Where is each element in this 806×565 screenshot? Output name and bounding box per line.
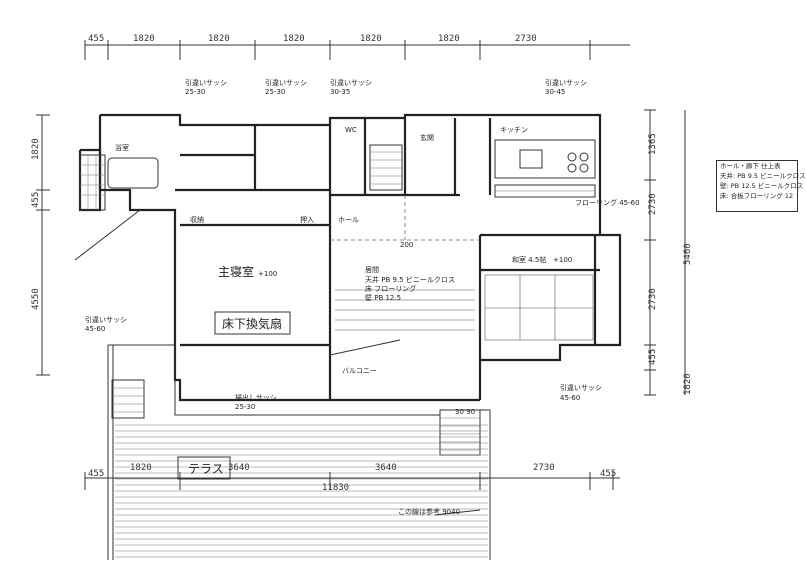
window-note-2: 引違いサッシ xyxy=(265,78,307,87)
window-note-1: 引違いサッシ xyxy=(185,78,227,87)
room-hall: ホール xyxy=(338,216,359,224)
dim-bottom-2: 3640 xyxy=(228,463,250,473)
terrace-deck xyxy=(107,344,491,560)
bottom-dimension-line: 455 1820 3640 3640 2730 455 11830 xyxy=(84,463,620,493)
room-wc: WC xyxy=(345,126,357,134)
dim-bottom-1: 1820 xyxy=(130,463,152,473)
room-entrance: 玄関 xyxy=(420,133,434,142)
legend-title: ホール・廊下 仕上表 xyxy=(720,162,781,170)
dim-right-3: 2730 xyxy=(648,288,658,310)
dim-right-2: 5460 xyxy=(683,243,693,265)
stamp-box xyxy=(214,311,291,335)
dim-right-0: 1365 xyxy=(648,133,658,155)
dim-top-5: 1820 xyxy=(438,34,460,44)
handwritten-stamp: 床下換気扇 xyxy=(222,316,282,331)
dim-top-2: 1820 xyxy=(208,34,230,44)
room-japanese: 和室 4.5帖 xyxy=(512,255,546,264)
dim-bottom-total: 11830 xyxy=(322,483,349,493)
level-note: 200 xyxy=(400,241,413,249)
dim-top-3: 1820 xyxy=(283,34,305,44)
window-note-5: 引違いサッシ xyxy=(85,315,127,324)
right-dimension-line: 1365 2730 5460 2730 455 1820 xyxy=(644,109,693,396)
finish-note-floor: 床 フローリング xyxy=(365,284,416,293)
legend-line-floor: 床: 合板フローリング 12 xyxy=(720,192,794,200)
window-note-3-size: 30-35 xyxy=(330,88,350,96)
room-kitchen: キッチン xyxy=(500,126,528,134)
kitchen-counter xyxy=(494,139,596,198)
room-japanese-note: +100 xyxy=(553,256,572,264)
window-note-4: 引違いサッシ xyxy=(545,78,587,87)
window-note-6: 引違いサッシ xyxy=(560,383,602,392)
dim-left-0: 1820 xyxy=(31,138,41,160)
window-note-5-size: 45-60 xyxy=(85,325,105,333)
leader-lines xyxy=(74,209,481,516)
room-living: 居間 xyxy=(365,266,379,274)
bottom-note: この線は参考 9040 xyxy=(398,507,460,516)
window-note-7: 掃出しサッシ xyxy=(235,393,277,402)
room-balcony: バルコニー xyxy=(342,367,377,375)
room-main-bedroom-note: +100 xyxy=(258,270,277,278)
window-note-3: 引違いサッシ xyxy=(330,78,372,87)
room-main-bedroom: 主寝室 xyxy=(218,264,254,279)
stair xyxy=(369,144,403,191)
terrace-planks xyxy=(115,424,488,558)
dim-right-4: 455 xyxy=(648,349,658,365)
left-dimension-line: 1820 455 4550 xyxy=(31,114,50,376)
bath-tiles xyxy=(79,154,159,211)
dim-top-0: 455 xyxy=(88,34,104,44)
corner-note: 30 90 xyxy=(455,408,475,416)
window-note-7-size: 25-30 xyxy=(235,403,255,411)
window-note-4-size: 30-45 xyxy=(545,88,565,96)
terrace-label-frame xyxy=(177,456,231,480)
window-note-6-size: 45-60 xyxy=(560,394,580,402)
living-floor xyxy=(335,289,475,331)
room-bath: 浴室 xyxy=(115,143,129,152)
dim-bottom-4: 2730 xyxy=(533,463,555,473)
window-note-1-size: 25-30 xyxy=(185,88,205,96)
top-dimension-line: 455 1820 1820 1820 1820 1820 2730 xyxy=(84,34,630,60)
finish-note-wall: 壁 PB 12.5 xyxy=(365,293,401,302)
dim-right-1: 2730 xyxy=(648,193,658,215)
dim-bottom-3: 3640 xyxy=(375,463,397,473)
legend-line-ceiling: 天井: PB 9.5 ビニールクロス xyxy=(720,172,806,180)
dim-top-4: 1820 xyxy=(360,34,382,44)
room-storage: 収納 xyxy=(190,215,204,224)
dim-bottom-5: 455 xyxy=(600,469,616,479)
room-terrace: テラス xyxy=(188,462,224,476)
dim-top-1: 1820 xyxy=(133,34,155,44)
room-closet: 押入 xyxy=(300,215,314,224)
finish-legend: ホール・廊下 仕上表 天井: PB 9.5 ビニールクロス 壁: PB 12.5… xyxy=(716,160,806,212)
balcony-note: フローリング 45-60 xyxy=(575,198,640,207)
legend-line-wall: 壁: PB 12.5 ビニールクロス xyxy=(720,182,804,190)
dim-left-2: 4550 xyxy=(31,288,41,310)
dim-left-1: 455 xyxy=(31,192,41,208)
interior-walls xyxy=(175,118,600,400)
finish-note-ceiling: 天井 PB 9.5 ビニールクロス xyxy=(365,275,455,284)
dim-bottom-0: 455 xyxy=(88,469,104,479)
japanese-room-tatami xyxy=(484,274,594,341)
window-note-2-size: 25-30 xyxy=(265,88,285,96)
dim-top-6: 2730 xyxy=(515,34,537,44)
dim-right-5: 1820 xyxy=(683,373,693,395)
